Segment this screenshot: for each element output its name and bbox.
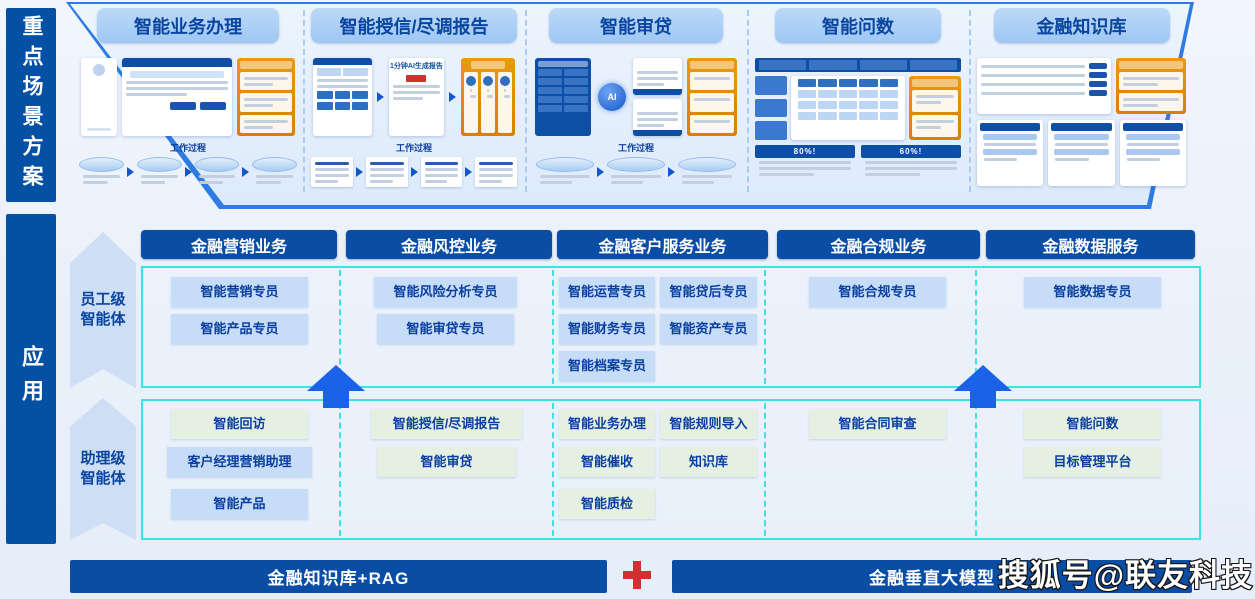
foundation-knowledge-rag-bar: 金融知识库+RAG	[70, 560, 607, 593]
agent-chip: 智能风险分析专员	[374, 277, 517, 307]
agent-chip: 智能财务专员	[559, 314, 655, 344]
capabilities-panel	[461, 58, 515, 136]
scenario-card-knowledge-base: 金融知识库	[973, 6, 1190, 198]
stat-left: 80%!	[755, 145, 855, 158]
stat-right: 60%!	[861, 145, 961, 158]
knowledge-table	[977, 58, 1111, 114]
card-separator	[303, 10, 305, 192]
scenario-card-data-qa: 智能问数 80%!	[751, 6, 965, 198]
category-labels	[755, 76, 787, 141]
agent-chip: 智能贷后专员	[660, 277, 757, 307]
plus-icon	[623, 561, 651, 589]
scenario-card-loan-approval: 智能审贷 AI	[529, 6, 743, 198]
assistant-chip: 智能回访	[171, 409, 308, 439]
column-header-marketing: 金融营销业务	[141, 230, 337, 259]
workflow-panel	[122, 58, 232, 136]
assistant-chip: 智能催收	[559, 447, 655, 477]
kb-module	[1048, 120, 1115, 186]
column-header-compliance: 金融合规业务	[777, 230, 980, 259]
card-separator	[747, 10, 749, 192]
report-title: 1分钟AI生成报告	[390, 63, 443, 70]
value-panel	[1116, 58, 1186, 114]
card4-thumbnail: 80%! 60%!	[755, 58, 961, 194]
assistant-chip: 智能授信/尽调报告	[371, 409, 522, 439]
stat-bars: 80%! 60%!	[755, 145, 961, 176]
column-header-customer-service: 金融客户服务业务	[557, 230, 768, 259]
documents-panel	[313, 58, 372, 136]
platform-banner	[755, 58, 961, 72]
highlight-panel	[237, 58, 295, 136]
report-panel: 1分钟AI生成报告	[388, 58, 444, 136]
up-arrow-icon	[307, 365, 365, 408]
card1-thumbnail: 工作过程	[79, 58, 297, 194]
agent-chip: 智能运营专员	[559, 277, 655, 307]
process-steps	[311, 157, 517, 187]
sidebar-application-label: 应用	[19, 345, 44, 413]
phone-mockup	[81, 58, 117, 136]
process-steps	[533, 157, 739, 184]
agent-chip: 智能营销专员	[171, 277, 308, 307]
column-header-risk: 金融风控业务	[346, 230, 552, 259]
agent-chip: 智能合规专员	[809, 277, 946, 307]
card5-thumbnail	[977, 58, 1186, 194]
scenario-card-title: 金融知识库	[993, 8, 1170, 43]
watermark: 搜狐号@联友科技	[997, 557, 1253, 594]
scenario-card-business-handling: 智能业务办理 工作过程	[75, 6, 301, 198]
highlight-panel	[687, 58, 737, 136]
result-tables	[633, 58, 682, 136]
assistant-chip: 客户经理营销助理	[167, 447, 312, 477]
kb-module	[1119, 120, 1186, 186]
assistant-chip: 智能业务办理	[559, 409, 655, 439]
assistant-chip: 智能规则导入	[660, 409, 757, 439]
agent-chip: 智能审贷专员	[377, 314, 514, 344]
assistant-chip: 智能问数	[1024, 409, 1161, 439]
red-button	[406, 75, 427, 82]
row-label-employee-level: 员工级智能体	[70, 232, 136, 388]
assistant-chip: 目标管理平台	[1024, 447, 1161, 477]
data-table-panel	[535, 58, 591, 136]
assistant-chip: 智能质检	[559, 489, 655, 519]
metric-grid	[791, 76, 905, 140]
card3-thumbnail: AI 工作过程	[533, 58, 739, 194]
agent-chip: 智能档案专员	[559, 351, 655, 381]
assistant-chip: 知识库	[660, 447, 757, 477]
card-separator	[969, 10, 971, 192]
process-steps	[79, 157, 297, 184]
assistant-chip: 智能合同审查	[809, 409, 946, 439]
column-header-data-service: 金融数据服务	[986, 230, 1195, 259]
scenario-card-credit-report: 智能授信/尽调报告 1分钟AI生成报告	[307, 6, 521, 198]
assistant-chip: 智能审贷	[377, 447, 516, 477]
agent-chip: 智能资产专员	[660, 314, 757, 344]
ai-icon: AI	[596, 58, 628, 136]
sidebar-key-scenarios-label: 重点场景方案	[20, 15, 43, 195]
process-label: 工作过程	[395, 143, 432, 153]
agent-chip: 智能产品专员	[171, 314, 308, 344]
foundation-vertical-llm-bar: 金融垂直大模型	[672, 560, 1192, 593]
sidebar-application: 应用	[6, 214, 56, 544]
scenario-card-title: 智能问数	[775, 8, 941, 43]
scenario-card-title: 智能业务办理	[97, 8, 279, 43]
scenario-card-title: 智能授信/尽调报告	[311, 8, 517, 43]
process-label: 工作过程	[169, 143, 206, 153]
card-separator	[525, 10, 527, 192]
scenario-card-title: 智能审贷	[549, 8, 723, 43]
process-label: 工作过程	[617, 143, 654, 153]
assistant-chip: 智能产品	[171, 489, 308, 519]
row-label-assistant-level: 助理级智能体	[70, 398, 136, 540]
card2-thumbnail: 1分钟AI生成报告 工作过程	[311, 58, 517, 194]
sidebar-key-scenarios: 重点场景方案	[6, 8, 56, 202]
up-arrow-icon	[954, 365, 1012, 408]
kb-module	[977, 120, 1044, 186]
highlight-panel	[909, 76, 961, 140]
agent-chip: 智能数据专员	[1024, 277, 1161, 307]
